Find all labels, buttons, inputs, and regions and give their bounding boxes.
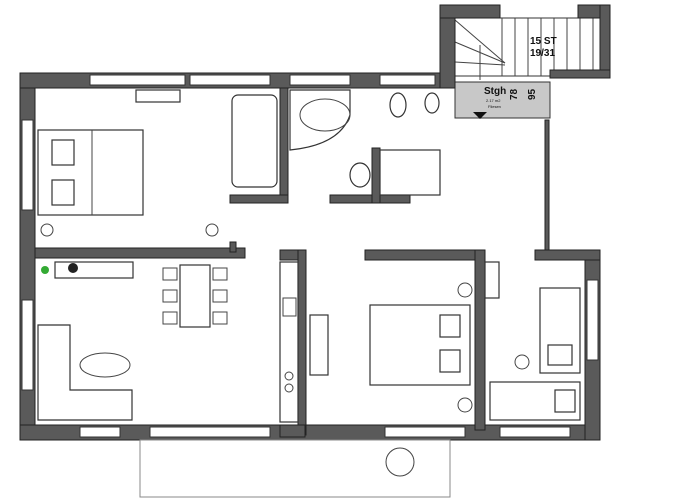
balcony-table — [385, 447, 415, 477]
radiator — [484, 261, 500, 299]
lamp — [514, 354, 530, 370]
staircase — [454, 5, 608, 80]
bidet — [424, 92, 440, 114]
lamp — [40, 223, 54, 237]
lamp — [457, 282, 473, 298]
sofa — [231, 94, 278, 188]
landing-dim-height: 95 — [527, 88, 538, 100]
landing-floor-text: Fliesen — [488, 104, 501, 109]
stairs-ratio: 19/31 — [530, 48, 555, 59]
lamp — [457, 397, 473, 413]
landing-area-text: 2.17 m2 — [486, 98, 501, 103]
stairs-label: 15 ST — [530, 36, 557, 47]
corner-sofa — [37, 324, 133, 421]
landing-area — [454, 81, 551, 119]
sink — [349, 162, 371, 188]
bedroom-1-bed — [37, 129, 144, 216]
radiator — [135, 89, 181, 103]
plant-icon — [41, 266, 49, 274]
windows — [21, 74, 599, 438]
toilet — [389, 92, 407, 118]
bedroom-2-bed — [369, 304, 471, 386]
balcony — [139, 439, 451, 498]
rug — [79, 352, 131, 378]
entry-arrow-icon — [473, 112, 487, 119]
landing-label: Stgh — [484, 86, 506, 97]
radiator — [309, 314, 329, 376]
landing-dim-width: 78 — [509, 88, 520, 100]
stove-icon — [68, 263, 78, 273]
shower — [379, 149, 441, 196]
bedroom-3-beds — [489, 287, 581, 421]
lamp — [205, 223, 219, 237]
bathtub — [289, 89, 351, 151]
dining-table — [162, 264, 228, 328]
